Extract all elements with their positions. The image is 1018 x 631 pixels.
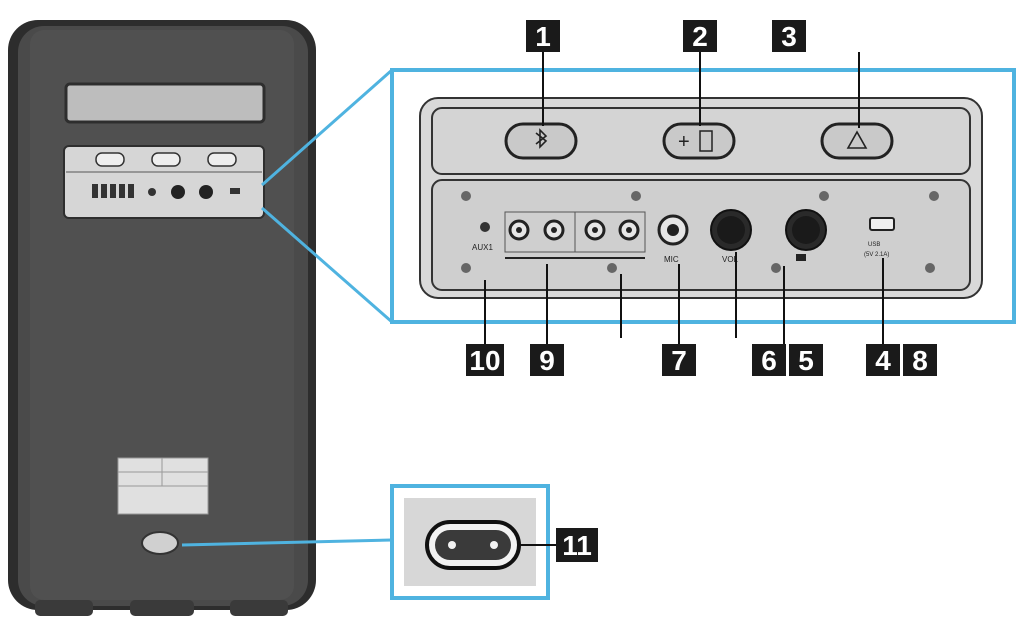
mic-jack-hole <box>667 224 679 236</box>
add-sound-button[interactable]: + <box>662 122 736 160</box>
mini-control-panel <box>63 145 265 219</box>
svg-text:4: 4 <box>875 345 891 376</box>
bluetooth-icon <box>535 128 548 149</box>
bluetooth-pairing-button[interactable] <box>504 122 578 160</box>
panel-screws <box>461 191 939 273</box>
callout-5: 5 <box>789 344 823 376</box>
mic-echo-knob[interactable] <box>785 209 827 261</box>
callout-3: 3 <box>772 20 806 52</box>
mic-volume-knob[interactable] <box>710 209 752 251</box>
handle-slot <box>64 82 266 124</box>
svg-text:1: 1 <box>535 21 551 52</box>
svg-text:10: 10 <box>469 345 500 376</box>
usb-label-2: (5V 2.1A) <box>864 252 889 258</box>
callout-8: 8 <box>903 344 937 376</box>
speaker-icon <box>699 130 713 152</box>
usb-label-1: USB <box>868 242 880 248</box>
aux-label: AUX1 <box>472 243 493 252</box>
panel-zoom-highlight <box>261 68 1016 324</box>
callout-6: 6 <box>752 344 786 376</box>
svg-text:11: 11 <box>562 530 592 561</box>
svg-text:5: 5 <box>798 345 814 376</box>
callout-1: 1 <box>526 20 560 52</box>
body-power-inlet <box>141 531 179 555</box>
callout-7: 7 <box>662 344 696 376</box>
rating-label <box>117 457 209 515</box>
svg-text:6: 6 <box>761 345 777 376</box>
svg-text:7: 7 <box>671 345 687 376</box>
svg-text:2: 2 <box>692 21 708 52</box>
callout-4: 4 <box>866 344 900 376</box>
svg-text:8: 8 <box>912 345 928 376</box>
svg-text:3: 3 <box>781 21 797 52</box>
ac-power-inlet[interactable] <box>425 520 521 570</box>
mic-label: MIC <box>664 255 679 264</box>
callout-10: 10 <box>466 344 504 376</box>
callout-2: 2 <box>683 20 717 52</box>
leader-lines <box>484 52 884 346</box>
usb-port[interactable] <box>869 217 895 231</box>
aux-jack[interactable] <box>480 222 490 232</box>
rca-audio-inputs[interactable] <box>504 211 646 259</box>
group-play-button[interactable] <box>820 122 894 160</box>
callout-9: 9 <box>530 344 564 376</box>
group-icon <box>846 130 868 149</box>
vol-label: VOL <box>722 255 739 264</box>
plus-icon: + <box>678 131 690 153</box>
callout-11: 11 <box>556 528 598 562</box>
svg-text:9: 9 <box>539 345 555 376</box>
